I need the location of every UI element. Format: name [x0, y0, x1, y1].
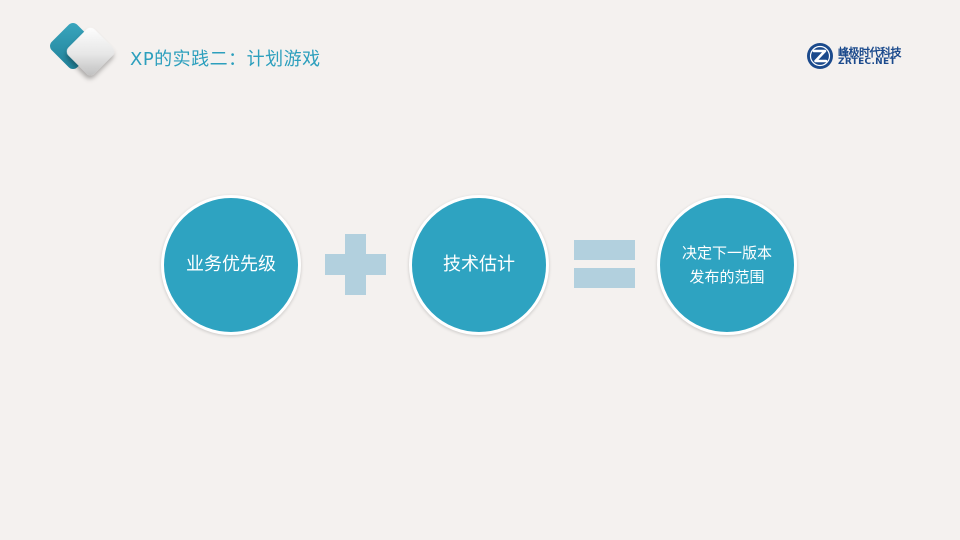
logo-z-icon: [807, 43, 833, 69]
circle-business-priority: 业务优先级: [161, 195, 301, 335]
page-title: XP的实践二：计划游戏: [130, 49, 321, 70]
circle-label: 业务优先级: [186, 254, 276, 276]
plus-icon: [325, 234, 386, 295]
logo-english-text: ZRTEC.NET: [838, 57, 896, 67]
circle-label: 决定下一版本发布的范围: [681, 244, 772, 286]
circle-label: 技术估计: [443, 254, 515, 276]
circle-technical-estimate: 技术估计: [409, 195, 549, 335]
header-diamond-icon: [50, 23, 115, 76]
company-logo: 峰极时代科技 ZRTEC.NET: [806, 42, 916, 72]
equals-icon: [574, 240, 635, 288]
equals-top-bar: [574, 240, 635, 260]
plus-vertical-bar: [345, 234, 366, 295]
logo-chinese-text: 峰极时代科技: [838, 46, 902, 59]
equals-bottom-bar: [574, 268, 635, 288]
circle-release-scope: 决定下一版本发布的范围: [657, 195, 797, 335]
